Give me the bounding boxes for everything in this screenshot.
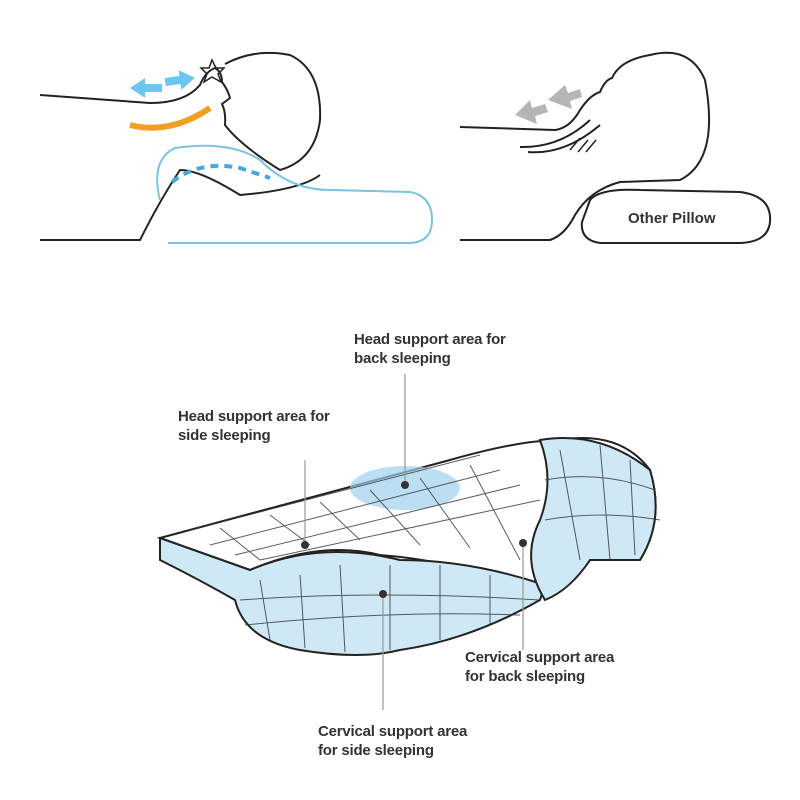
star-icon: [199, 58, 226, 84]
label-line: Head support area for: [178, 408, 330, 425]
label-line: side sleeping: [178, 427, 271, 444]
other-pillow: [580, 188, 772, 244]
label-line: back sleeping: [354, 350, 451, 367]
label-head-back: Head support area for back sleeping: [354, 330, 506, 368]
chin-arc: [129, 105, 212, 131]
memory-foam-pillow: [156, 374, 661, 710]
head-outline: [39, 51, 322, 172]
airflow-arrows: [130, 70, 195, 98]
callout-lines: [304, 374, 524, 710]
other-pillow-figure: [459, 51, 772, 244]
pillow-right: [530, 437, 657, 602]
gray-arrows: [515, 85, 582, 124]
mesh-lines: [189, 444, 661, 653]
label-line: for side sleeping: [318, 742, 434, 759]
label-line: for back sleeping: [465, 668, 585, 685]
support-points: [301, 481, 527, 598]
contour-pillow: [156, 144, 434, 244]
neck-line: [40, 168, 321, 241]
pillow-front: [159, 536, 547, 656]
label-cervical-side: Cervical support area for side sleeping: [318, 722, 467, 760]
label-cervical-back: Cervical support area for back sleeping: [465, 648, 614, 686]
label-line: Head support area for: [354, 331, 506, 348]
label-line: Cervical support area: [318, 723, 468, 740]
label-head-side: Head support area for side sleeping: [178, 407, 330, 445]
airway-dashes: [170, 163, 271, 184]
other-pillow-label: Other Pillow: [628, 210, 716, 227]
label-line: Cervical support area: [465, 649, 615, 666]
contour-pillow-figure: [39, 51, 322, 241]
